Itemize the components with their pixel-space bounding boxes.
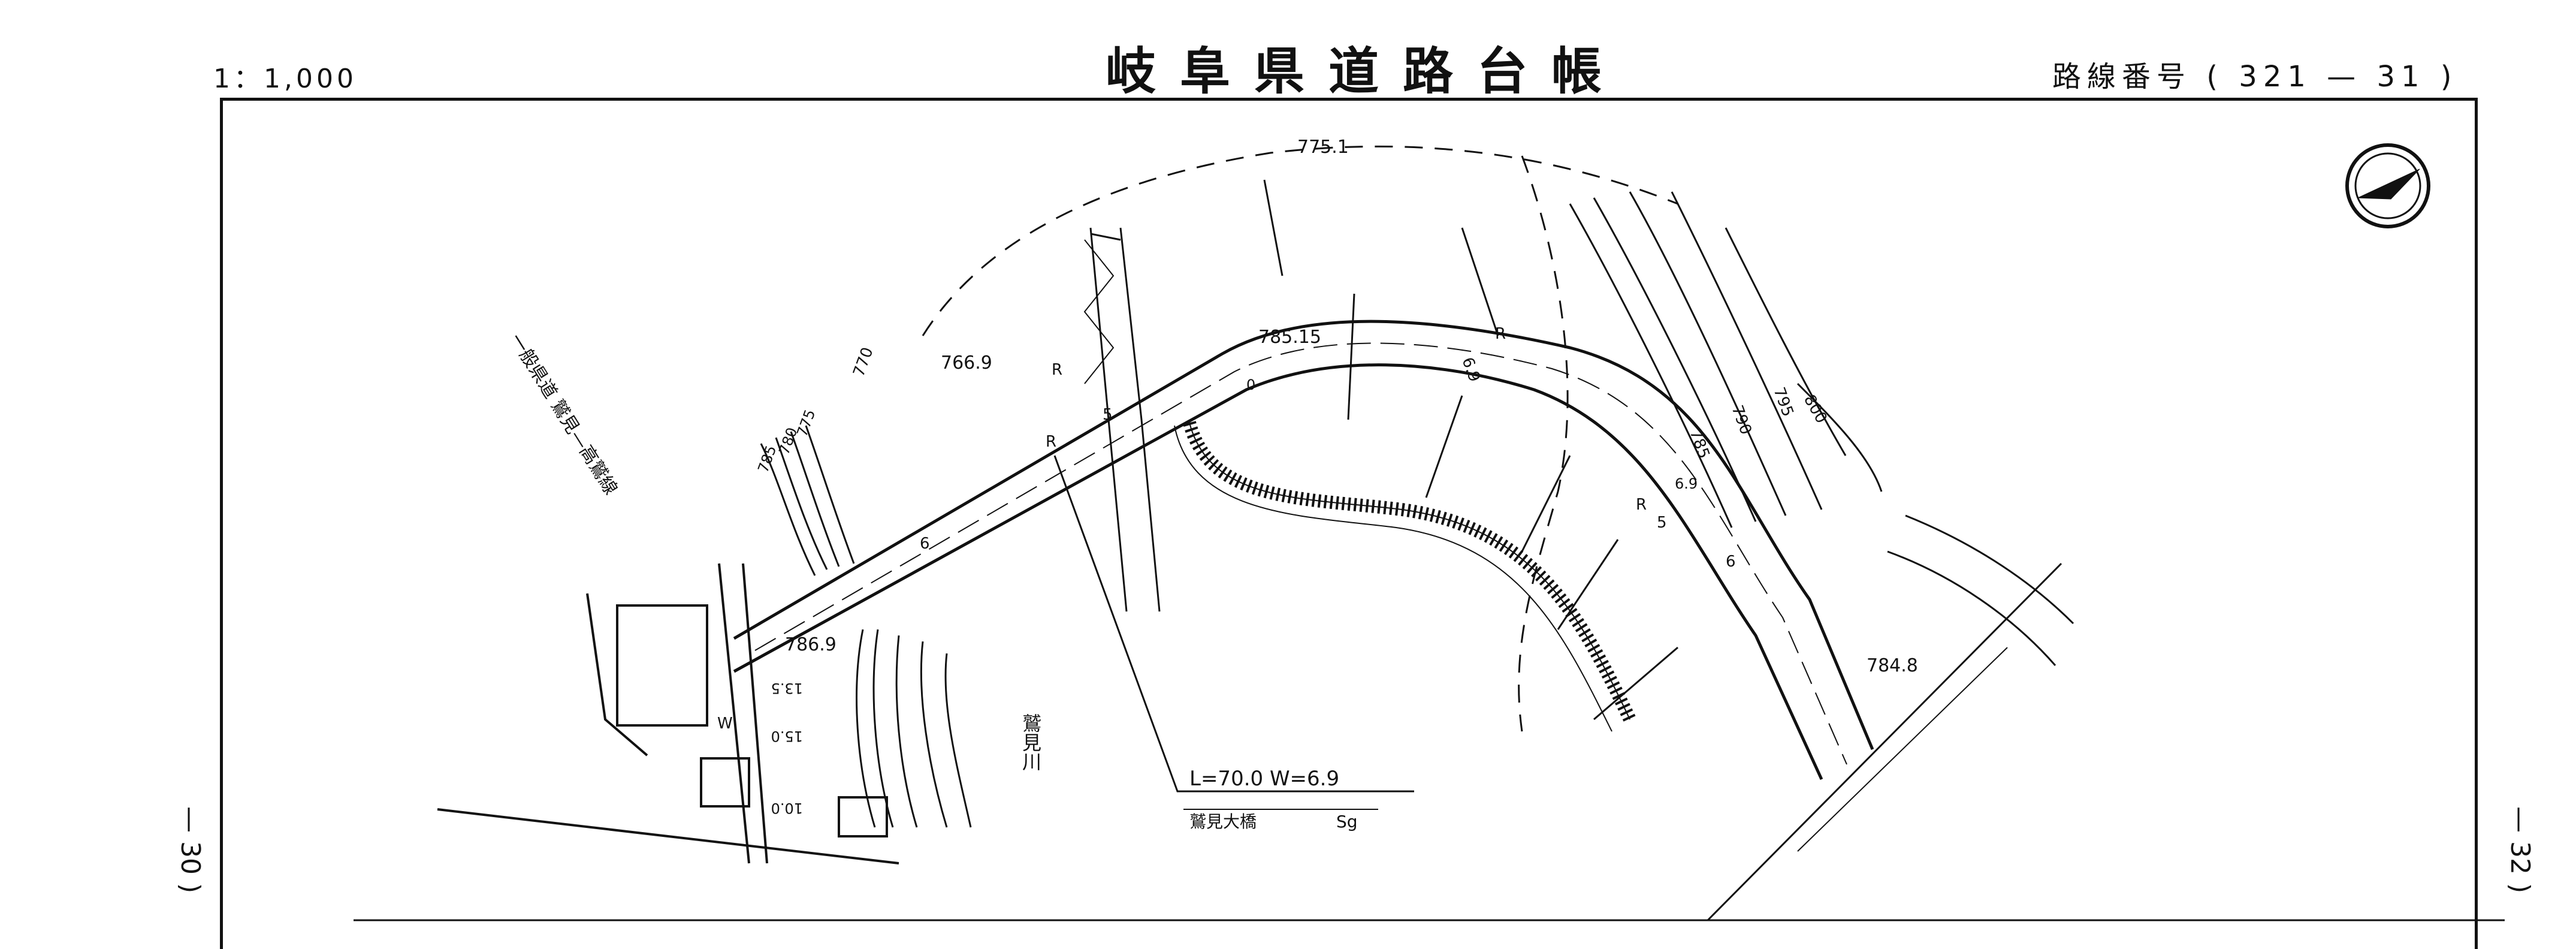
contour-label: 785: [1686, 427, 1713, 461]
road-mark: 6: [1726, 553, 1736, 571]
road-mark: 6: [920, 535, 930, 553]
road-width-label: 15.0: [771, 728, 803, 745]
road-name-label: 一般県道 鷲見—高鷲線: [505, 330, 621, 499]
contour-label: 790: [1728, 403, 1754, 437]
contours-left: [760, 425, 972, 828]
page-title: 岐阜県道路台帳: [1106, 42, 1626, 101]
main-road: [733, 320, 1874, 781]
river-name-label: 鷲見川: [1019, 713, 1042, 771]
road-width-label: 13.5: [771, 680, 803, 697]
contour-label: 780: [775, 425, 801, 457]
contour-label: 770: [850, 345, 877, 379]
bridge-type-label: Sg: [1336, 812, 1358, 831]
route-number: 321: [2239, 60, 2312, 94]
road-mark: 5: [1103, 406, 1113, 424]
river-banks: [1089, 227, 1161, 612]
adjacent-sheet-left: — 30 ): [175, 806, 206, 894]
spot-height-label: 784.8: [1867, 655, 1918, 676]
route-number-label: 路線番号 ( 321 — 31 ): [2052, 53, 2458, 95]
route-dash: —: [2327, 60, 2362, 94]
road-mark: R: [1495, 325, 1506, 343]
spot-height-label: 766.9: [941, 353, 992, 373]
road-mark: 6.9: [1675, 475, 1698, 492]
contour-label: 785: [754, 443, 780, 475]
road-mark: R: [1046, 433, 1056, 451]
route-open-paren: (: [2206, 60, 2224, 94]
bridge-name-label: 鷲見大橋: [1189, 812, 1257, 831]
bridge-spec-label: L=70.0 W=6.9: [1189, 767, 1339, 791]
contour-label: 795: [1769, 385, 1796, 419]
spot-height-label: 785.15: [1258, 327, 1321, 348]
road-width-label: 10.0: [771, 800, 803, 817]
water-mark: W: [717, 715, 733, 733]
adjacent-sheet-right: — 32 ): [2505, 806, 2535, 894]
road-width-label: 6.9: [1458, 355, 1483, 384]
road-mark: R: [1052, 361, 1062, 379]
road-mark: 0: [1246, 376, 1255, 393]
scale-label: 1：1,000: [213, 64, 357, 94]
road-mark: 5: [1657, 514, 1667, 532]
map-frame: [220, 98, 2478, 949]
road-mark: R: [1636, 496, 1647, 514]
north-arrow-icon: [2345, 143, 2430, 228]
buildings: [586, 563, 888, 864]
spot-height-label: 786.9: [785, 634, 836, 655]
contours-right: [1569, 191, 2074, 666]
route-label: 路線番号: [2052, 60, 2192, 94]
route-sub: 31: [2376, 60, 2426, 94]
parcel-lines: [1263, 179, 1678, 721]
spot-height-label: 775.1: [1297, 137, 1349, 158]
route-close-paren: ): [2440, 60, 2458, 94]
